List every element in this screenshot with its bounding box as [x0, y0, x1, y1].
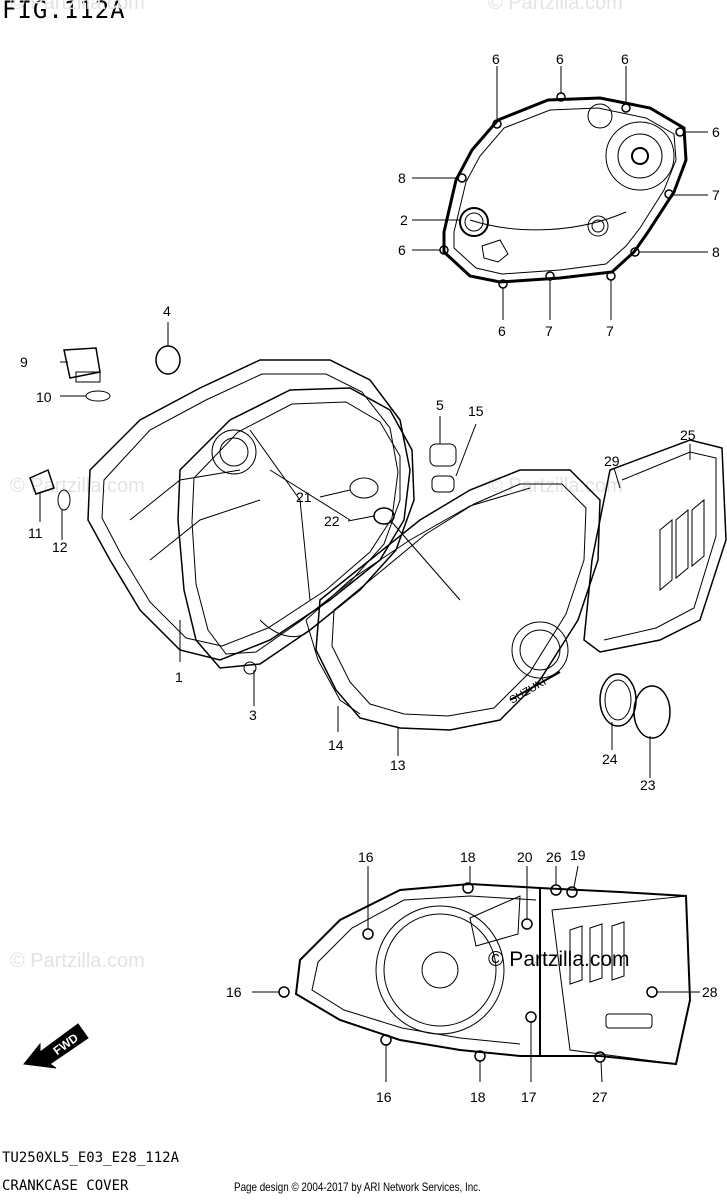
callout-24: 24	[602, 751, 618, 767]
callout-18: 18	[460, 849, 476, 865]
assembled-cover-view	[252, 865, 700, 1083]
callout-9: 9	[20, 354, 28, 370]
callout-8: 8	[398, 170, 406, 186]
watermark: © Partzilla.com	[10, 950, 145, 972]
callout-6: 6	[621, 51, 629, 67]
watermark: © Partzilla.com	[488, 475, 623, 497]
callout-6: 6	[556, 51, 564, 67]
copyright-credit: Page design © 2004-2017 by ARI Network S…	[234, 1180, 481, 1194]
callout-21: 21	[296, 489, 312, 505]
watermark: © Partzilla.com	[10, 0, 145, 14]
svg-text:SUZUKI: SUZUKI	[508, 676, 549, 707]
callout-10: 10	[36, 389, 52, 405]
callout-14: 14	[328, 737, 344, 753]
callout-6: 6	[712, 124, 720, 140]
callout-4: 4	[163, 303, 171, 319]
callout-25: 25	[680, 427, 696, 443]
callout-15: 15	[468, 403, 484, 419]
callout-1: 1	[175, 669, 183, 685]
callout-5: 5	[436, 397, 444, 413]
diagram-code: TU250XL5_E03_E28_112A	[2, 1150, 180, 1166]
watermark: © Partzilla.com	[488, 0, 623, 14]
callout-17: 17	[521, 1089, 537, 1105]
callout-12: 12	[52, 539, 68, 555]
callout-6: 6	[498, 323, 506, 339]
callout-18: 18	[470, 1089, 486, 1105]
callout-6: 6	[398, 242, 406, 258]
callout-16: 16	[226, 984, 242, 1000]
callout-7: 7	[606, 323, 614, 339]
callout-8: 8	[712, 244, 720, 260]
callout-16: 16	[376, 1089, 392, 1105]
callout-2: 2	[400, 212, 408, 228]
callout-labels: 6 6 6 6 7 8 8 2 6 6 7 7 4 9 10 5 15 25 2…	[20, 51, 720, 1105]
callout-20: 20	[517, 849, 533, 865]
callout-28: 28	[702, 984, 718, 1000]
callout-13: 13	[390, 757, 406, 773]
callout-11: 11	[28, 525, 43, 541]
callout-16: 16	[358, 849, 374, 865]
fwd-arrow-icon: FWD	[23, 1023, 89, 1069]
diagram-subtitle: CRANKCASE COVER	[2, 1178, 129, 1194]
watermark: © Partzilla.com	[488, 948, 630, 971]
clutch-cover-inset	[412, 66, 708, 320]
callout-7: 7	[712, 187, 720, 203]
callout-27: 27	[592, 1089, 608, 1105]
callout-23: 23	[640, 777, 656, 793]
callout-19: 19	[570, 847, 586, 863]
callout-6: 6	[492, 51, 500, 67]
callout-3: 3	[249, 707, 257, 723]
callout-29: 29	[604, 453, 620, 469]
figure-title: FIG.112A	[2, 0, 126, 24]
callout-26: 26	[546, 849, 562, 865]
callout-22: 22	[324, 513, 340, 529]
callout-7: 7	[545, 323, 553, 339]
crankcase-assembly: SUZUKI	[29, 322, 727, 778]
